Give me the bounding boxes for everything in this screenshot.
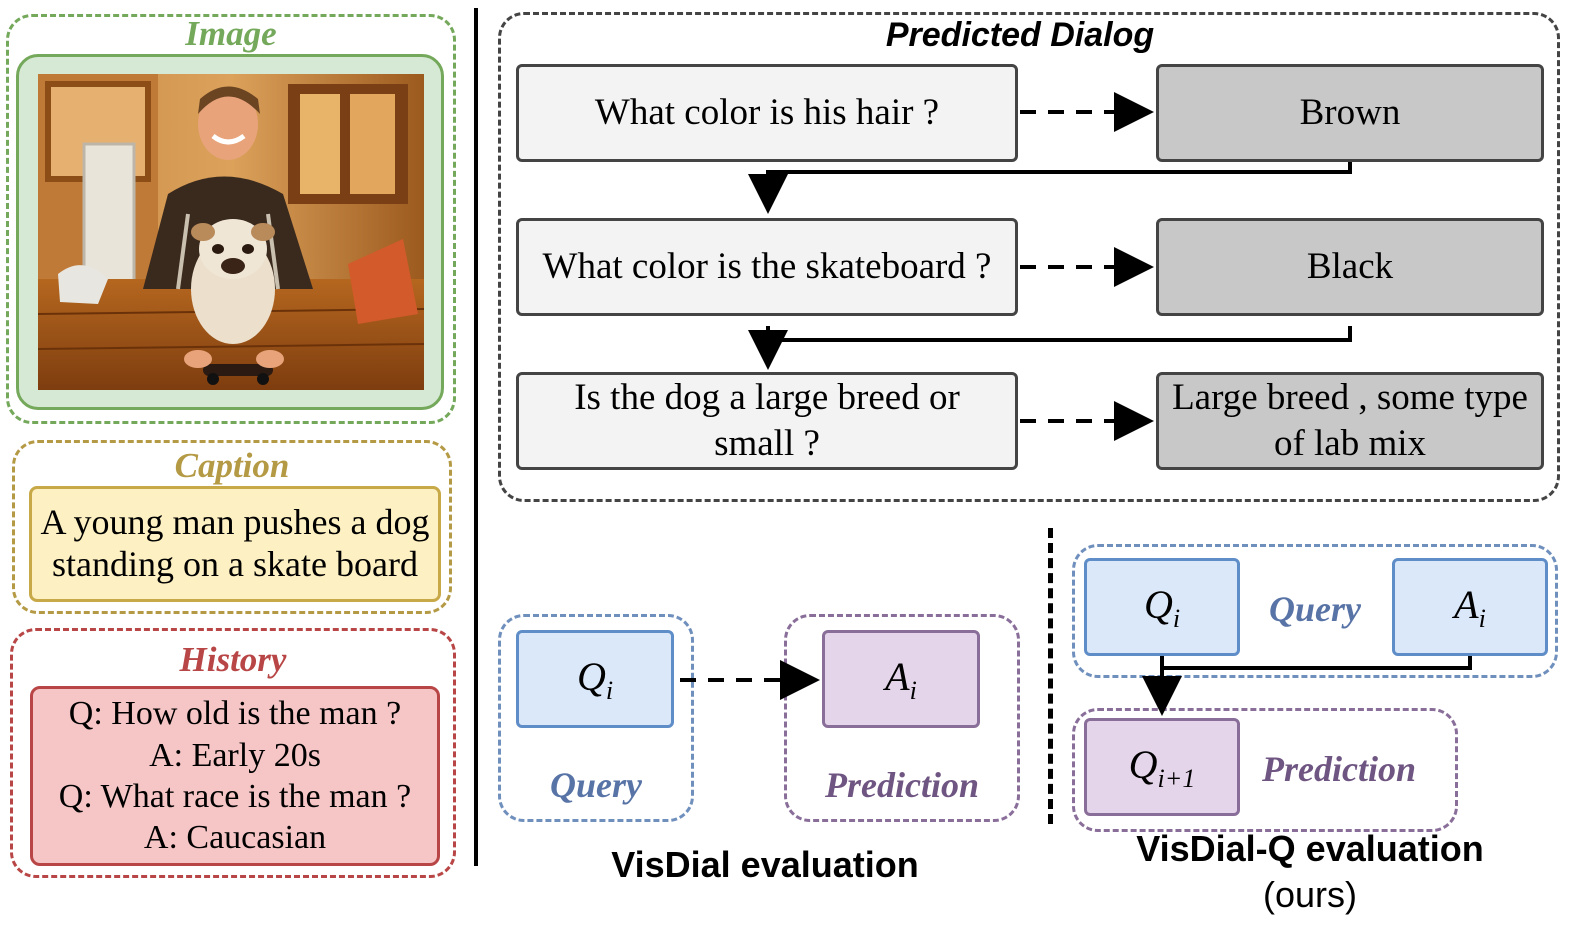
visdial-a-sub: i bbox=[909, 675, 917, 705]
history-line-4: A: Caucasian bbox=[143, 819, 327, 857]
visdialq-pred-sub: i+1 bbox=[1157, 763, 1196, 793]
visdialq-caption: VisDial-Q evaluation bbox=[1136, 828, 1484, 869]
visdial-query-label: Query bbox=[550, 765, 642, 805]
visdialq-query-group bbox=[1072, 544, 1558, 678]
dialog-question-2-text: What color is the skateboard ? bbox=[542, 245, 992, 287]
visdialq-caption-note: (ours) bbox=[1262, 874, 1357, 915]
visdialq-pred-letter: Q bbox=[1128, 741, 1158, 787]
dialog-question-3-line-1: Is the dog a large breed or bbox=[574, 376, 960, 418]
caption-panel-title: Caption bbox=[174, 446, 290, 485]
visdial-q-sub: i bbox=[605, 675, 614, 705]
visdial-query-symbol: Qi bbox=[577, 653, 613, 706]
dialog-question-1: What color is his hair ? bbox=[516, 64, 1018, 162]
dialog-answer-3: Large breed , some type of lab mix bbox=[1156, 372, 1544, 470]
predicted-dialog-title: Predicted Dialog bbox=[885, 16, 1155, 54]
dialog-question-2: What color is the skateboard ? bbox=[516, 218, 1018, 316]
dialog-question-3: Is the dog a large breed or small ? bbox=[516, 372, 1018, 470]
visdialq-prediction-symbol: Qi+1 bbox=[1129, 741, 1196, 794]
visdialq-answer-symbol: Ai bbox=[1454, 581, 1486, 634]
caption-line-2: standing on a skate board bbox=[52, 544, 418, 584]
dialog-answer-3-line-2: of lab mix bbox=[1273, 423, 1427, 464]
dialog-answer-2: Black bbox=[1156, 218, 1544, 316]
dialog-answer-3-line-1: Large breed , some type bbox=[1172, 376, 1528, 418]
image-panel-title: Image bbox=[185, 14, 277, 53]
connector-a2-to-q3 bbox=[748, 326, 1352, 370]
photo-illustration bbox=[38, 74, 424, 390]
visdialq-query-label: Query bbox=[1269, 589, 1361, 629]
visdial-prediction-group bbox=[784, 614, 1020, 822]
visdialq-q-sub: i bbox=[1172, 603, 1181, 633]
visdial-q-letter: Q bbox=[576, 653, 606, 699]
visdial-prediction-label: Prediction bbox=[825, 765, 979, 805]
photo bbox=[38, 74, 424, 390]
dialog-answer-1-text: Brown bbox=[1299, 91, 1401, 133]
visdialq-answer-box: Ai bbox=[1392, 558, 1548, 656]
history-panel bbox=[10, 628, 456, 878]
connector-a1-to-q2 bbox=[748, 162, 1352, 214]
visdialq-q-letter: Q bbox=[1143, 581, 1173, 627]
dialog-question-3-line-2: small ? bbox=[714, 423, 820, 464]
history-line-2: A: Early 20s bbox=[149, 736, 321, 774]
visdialq-prediction-label: Prediction bbox=[1262, 749, 1416, 789]
visdial-a-letter: A bbox=[885, 653, 910, 699]
caption-line-1: A young man pushes a dog bbox=[40, 502, 430, 543]
connector-visdialq-answer bbox=[1162, 656, 1472, 670]
dialog-answer-2-text: Black bbox=[1306, 245, 1394, 287]
visdial-q-divider bbox=[1048, 528, 1053, 824]
caption-box: A young man pushes a dog standing on a s… bbox=[29, 486, 441, 602]
visdialq-a-letter: A bbox=[1454, 581, 1479, 627]
dialog-question-1-text: What color is his hair ? bbox=[594, 91, 940, 133]
visdial-caption: VisDial evaluation bbox=[611, 844, 919, 885]
dialog-answer-1: Brown bbox=[1156, 64, 1544, 162]
visdialq-question-box: Qi bbox=[1084, 558, 1240, 656]
visdialq-prediction-box: Qi+1 bbox=[1084, 718, 1240, 816]
history-line-1: Q: How old is the man ? bbox=[68, 695, 402, 733]
predicted-dialog-panel bbox=[498, 12, 1560, 502]
history-box: Q: How old is the man ? A: Early 20s Q: … bbox=[30, 686, 440, 866]
visdialq-prediction-group bbox=[1072, 708, 1458, 832]
visdial-prediction-symbol: Ai bbox=[885, 653, 917, 706]
visdialq-a-sub: i bbox=[1478, 603, 1486, 633]
visdial-prediction-box: Ai bbox=[822, 630, 980, 728]
image-panel bbox=[6, 14, 456, 424]
visdial-query-group bbox=[498, 614, 694, 822]
visdial-query-box: Qi bbox=[516, 630, 674, 728]
history-panel-title: History bbox=[179, 640, 287, 679]
visdialq-question-symbol: Qi bbox=[1144, 581, 1180, 634]
caption-panel bbox=[12, 440, 452, 614]
column-divider bbox=[474, 8, 478, 866]
history-line-3: Q: What race is the man ? bbox=[58, 778, 412, 815]
